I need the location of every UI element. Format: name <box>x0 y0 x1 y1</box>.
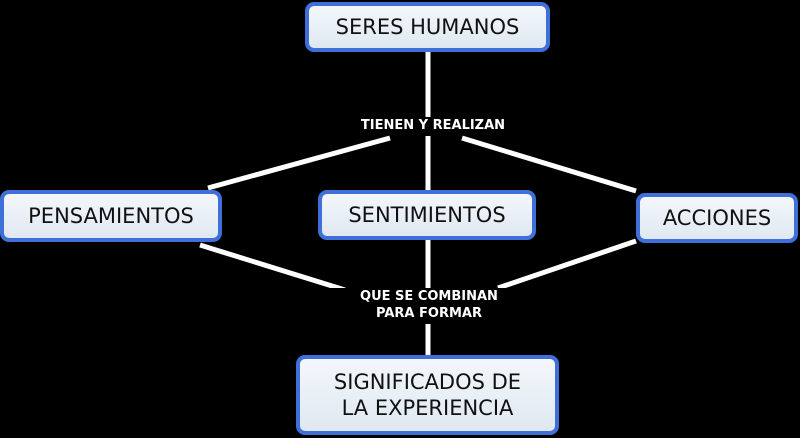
node-seres-humanos[interactable]: SERES HUMANOS <box>305 2 550 52</box>
link-label-que-se-combinan: QUE SE COMBINAN PARA FORMAR <box>325 288 533 322</box>
node-pensamientos[interactable]: PENSAMIENTOS <box>0 190 222 242</box>
connector-label-1-to-acciones <box>461 135 637 194</box>
connector-pensamientos-to-label-2 <box>199 242 346 293</box>
node-significados-de-la-experiencia[interactable]: SIGNIFICADOS DE LA EXPERIENCIA <box>296 355 559 435</box>
connector-acciones-to-label-2 <box>497 238 637 291</box>
connector-label-1-to-pensamientos <box>207 135 391 191</box>
link-label-tienen-y-realizan: TIENEN Y REALIZAN <box>324 117 542 134</box>
node-sentimientos[interactable]: SENTIMIENTOS <box>318 190 536 240</box>
node-acciones[interactable]: ACCIONES <box>636 193 798 243</box>
